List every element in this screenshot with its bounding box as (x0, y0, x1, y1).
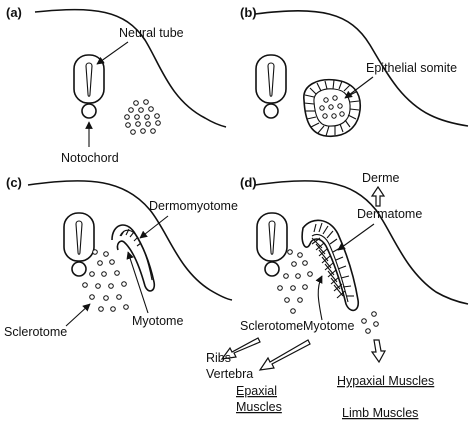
panel-d-hypaxial-fate-arrow (370, 339, 387, 364)
panel-d-dermatome-arrow (337, 223, 375, 251)
panel-a-tag: (a) (6, 5, 22, 20)
panel-d-epaxial-fate-arrow (258, 339, 311, 371)
panel-a-ectoderm-curve (34, 8, 227, 128)
panel-c-notochord (71, 261, 87, 277)
panel-d-myotome-label: Myotome (303, 319, 354, 333)
panel-d-dermatome (301, 219, 360, 312)
panel-c-myotome-label: Myotome (132, 314, 183, 328)
panel-d-notochord (264, 261, 280, 277)
panel-d-tag: (d) (240, 175, 257, 190)
panel-c-sclerotome-cells (82, 249, 129, 312)
panel-d-sclerotome-cells (277, 249, 313, 314)
panel-a-notochord (81, 103, 97, 119)
panel-a-neural-tube-arrow (96, 41, 129, 65)
panel-d-ribs-label: Ribs (206, 351, 231, 365)
panel-a-neural-tube (73, 54, 105, 104)
panel-d-vertebra-label: Vertebra (206, 367, 253, 381)
panel-d-derme-arrow (370, 185, 386, 207)
panel-c-dermomyotome-arrow (139, 215, 169, 239)
panel-c-dermomyotome (111, 224, 156, 292)
panel-b-epithelial-somite (303, 78, 361, 137)
panel-d-derme-label: Derme (362, 171, 400, 185)
panel-d-myotome-arrow (315, 275, 323, 321)
panel-b-somite-arrow (344, 76, 374, 99)
panel-b-ectoderm-curve (254, 10, 469, 127)
panel-b-neural-tube (255, 54, 287, 104)
panel-a: (a) Neural tube Notochord (6, 5, 227, 165)
panel-c-myotome-arrow (126, 251, 149, 314)
panel-b: (b) (240, 5, 469, 137)
panel-b-epithelial-somite-label: Epithelial somite (366, 61, 457, 75)
panel-c-dermomyotome-label: Dermomyotome (149, 199, 238, 213)
panel-c-sclerotome-label: Sclerotome (4, 325, 67, 339)
panel-a-mesenchyme (124, 99, 161, 135)
panel-a-neural-tube-label: Neural tube (119, 26, 184, 40)
panel-c-tag: (c) (6, 175, 22, 190)
panel-c: (c) Dermomyotome Sclerotom (4, 175, 238, 339)
panel-b-notochord (263, 103, 279, 119)
panel-d-hypaxial-label: Hypaxial Muscles (337, 374, 434, 388)
panel-d-ectoderm-curve (254, 180, 469, 305)
panel-c-sclerotome-arrow (65, 303, 91, 327)
panel-d-migrating-cells (361, 311, 379, 334)
panel-d-limb-label: Limb Muscles (342, 406, 418, 420)
panel-d-sclerotome-fate-arrow (220, 337, 261, 360)
panel-d-sclerotome-label: Sclerotome (240, 319, 303, 333)
panel-d-epaxial-muscles-label: Muscles (236, 400, 282, 414)
panel-d-dermatome-label: Dermatome (357, 207, 422, 221)
panel-b-tag: (b) (240, 5, 257, 20)
panel-c-neural-tube (63, 212, 95, 262)
panel-d-neural-tube (256, 212, 288, 262)
panel-c-ectoderm-curve (27, 180, 233, 301)
panel-a-notochord-label: Notochord (61, 151, 119, 165)
panel-d-epaxial-label: Epaxial (236, 384, 277, 398)
panel-d: (d) (206, 171, 469, 420)
